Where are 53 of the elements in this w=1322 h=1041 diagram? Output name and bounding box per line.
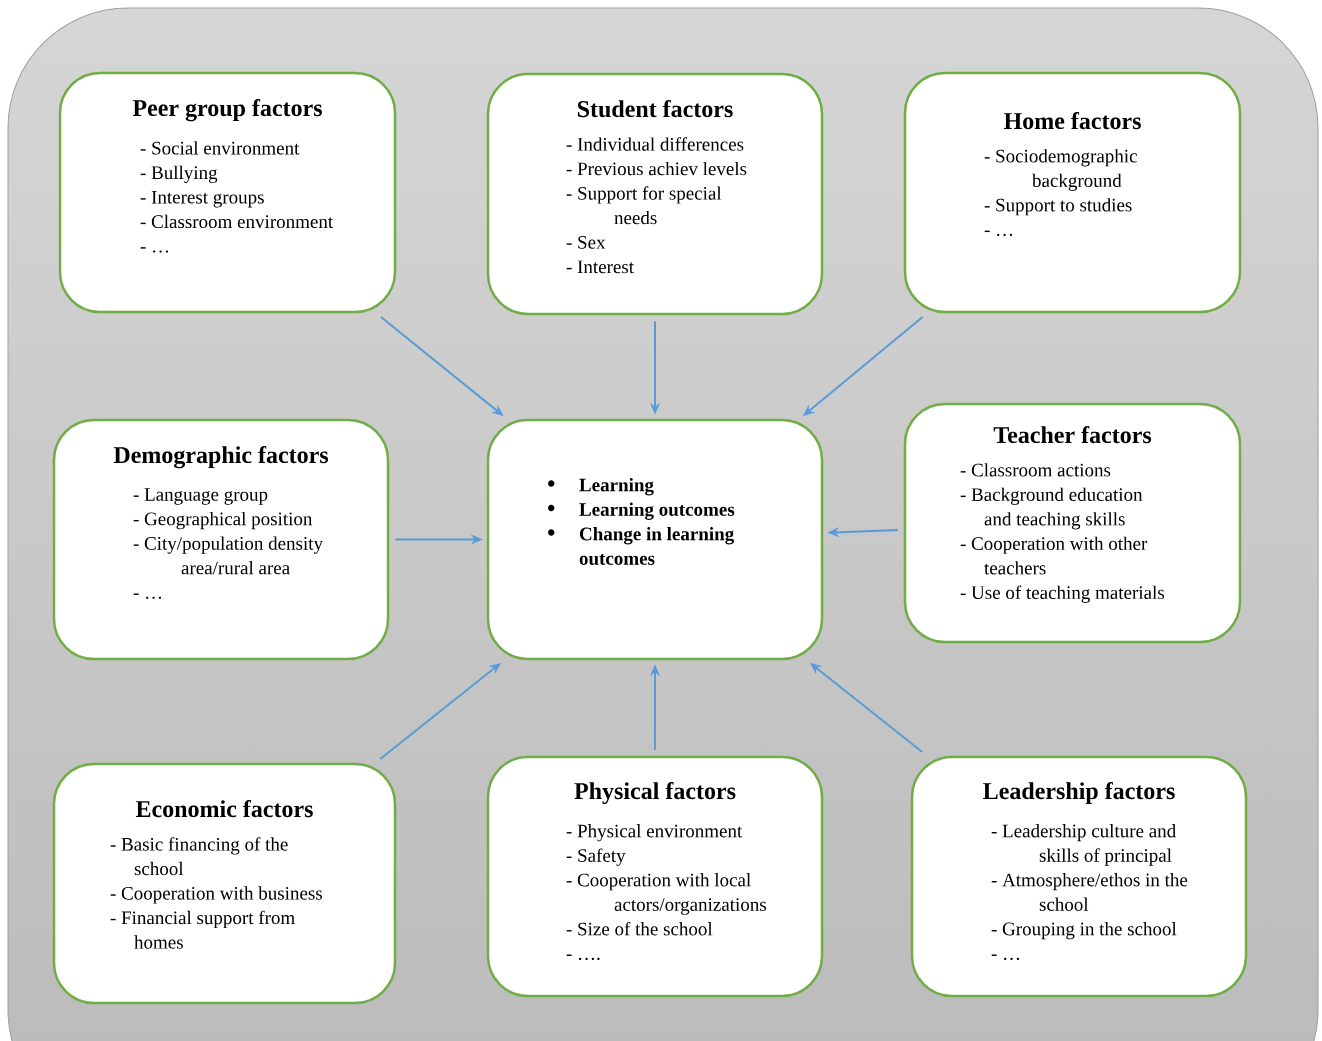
list-item: - Classroom environment — [140, 214, 334, 229]
factor-box — [486, 755, 824, 998]
list-item: - … — [133, 593, 162, 599]
box-heading: Economic factors — [135, 800, 313, 818]
list-item: - Financial support from homes — [110, 910, 295, 949]
factor-box — [903, 71, 1242, 314]
box-heading: Physical factors — [574, 782, 736, 805]
list-item: - Support for special needs — [566, 186, 722, 225]
box-heading: Home factors — [1003, 112, 1141, 130]
factor-box — [58, 71, 397, 314]
list-item: Change in learning outcomes — [579, 527, 734, 565]
factor-box — [52, 762, 397, 1005]
list-item: - Social environment — [140, 141, 300, 155]
list-item: - Cooperation with other teachers — [960, 536, 1148, 575]
list-item: - Geographical position — [133, 511, 313, 530]
factor-box — [52, 418, 390, 661]
list-item: - Previous achiev levels — [566, 161, 747, 176]
list-item: - Cooperation with local actors/organizations — [566, 873, 766, 915]
list-item: - City/population density area/rural area — [133, 536, 323, 575]
list-item: - Interest groups — [140, 190, 264, 208]
list-item: - Individual differences — [566, 137, 744, 151]
list-item: - … — [991, 954, 1020, 960]
list-item: - … — [140, 247, 169, 253]
list-item: - Classroom actions — [960, 463, 1111, 477]
box-heading: Demographic factors — [113, 446, 329, 469]
list-item: - Cooperation with business — [110, 886, 322, 904]
list-item: - Background education and teaching skills — [960, 487, 1143, 530]
list-item: - Use of teaching materials — [960, 585, 1165, 603]
list-item: - …. — [566, 954, 600, 961]
factor-box — [486, 418, 824, 661]
list-item: - Physical environment — [566, 824, 743, 842]
box-heading: Leadership factors — [983, 782, 1175, 804]
box-heading: Teacher factors — [993, 426, 1152, 444]
list-item: - Grouping in the school — [991, 922, 1177, 940]
list-item: - Sociodemographic background — [984, 149, 1137, 191]
box-heading: Peer group factors — [132, 99, 322, 122]
list-item: Learning outcomes — [579, 502, 735, 520]
list-item: - Support to studies — [984, 198, 1132, 216]
box-heading: Student factors — [577, 100, 733, 118]
factor-box — [903, 402, 1242, 644]
factor-box — [486, 72, 824, 316]
list-item: - Leadership culture and skills of principal — [991, 824, 1176, 866]
list-item: Learning — [579, 478, 654, 496]
list-item: - … — [984, 230, 1013, 237]
list-item: - Interest — [566, 260, 634, 274]
list-item: - Sex — [566, 236, 606, 249]
list-item: - Size of the school — [566, 921, 713, 936]
list-item: - Language group — [133, 488, 268, 505]
list-item: - Safety — [566, 848, 626, 866]
factor-box — [910, 755, 1248, 998]
list-item: - Basic financing of the school — [110, 837, 288, 876]
list-item: - Bullying — [140, 165, 218, 183]
list-item: - Atmosphere/ethos in the school — [991, 873, 1188, 911]
